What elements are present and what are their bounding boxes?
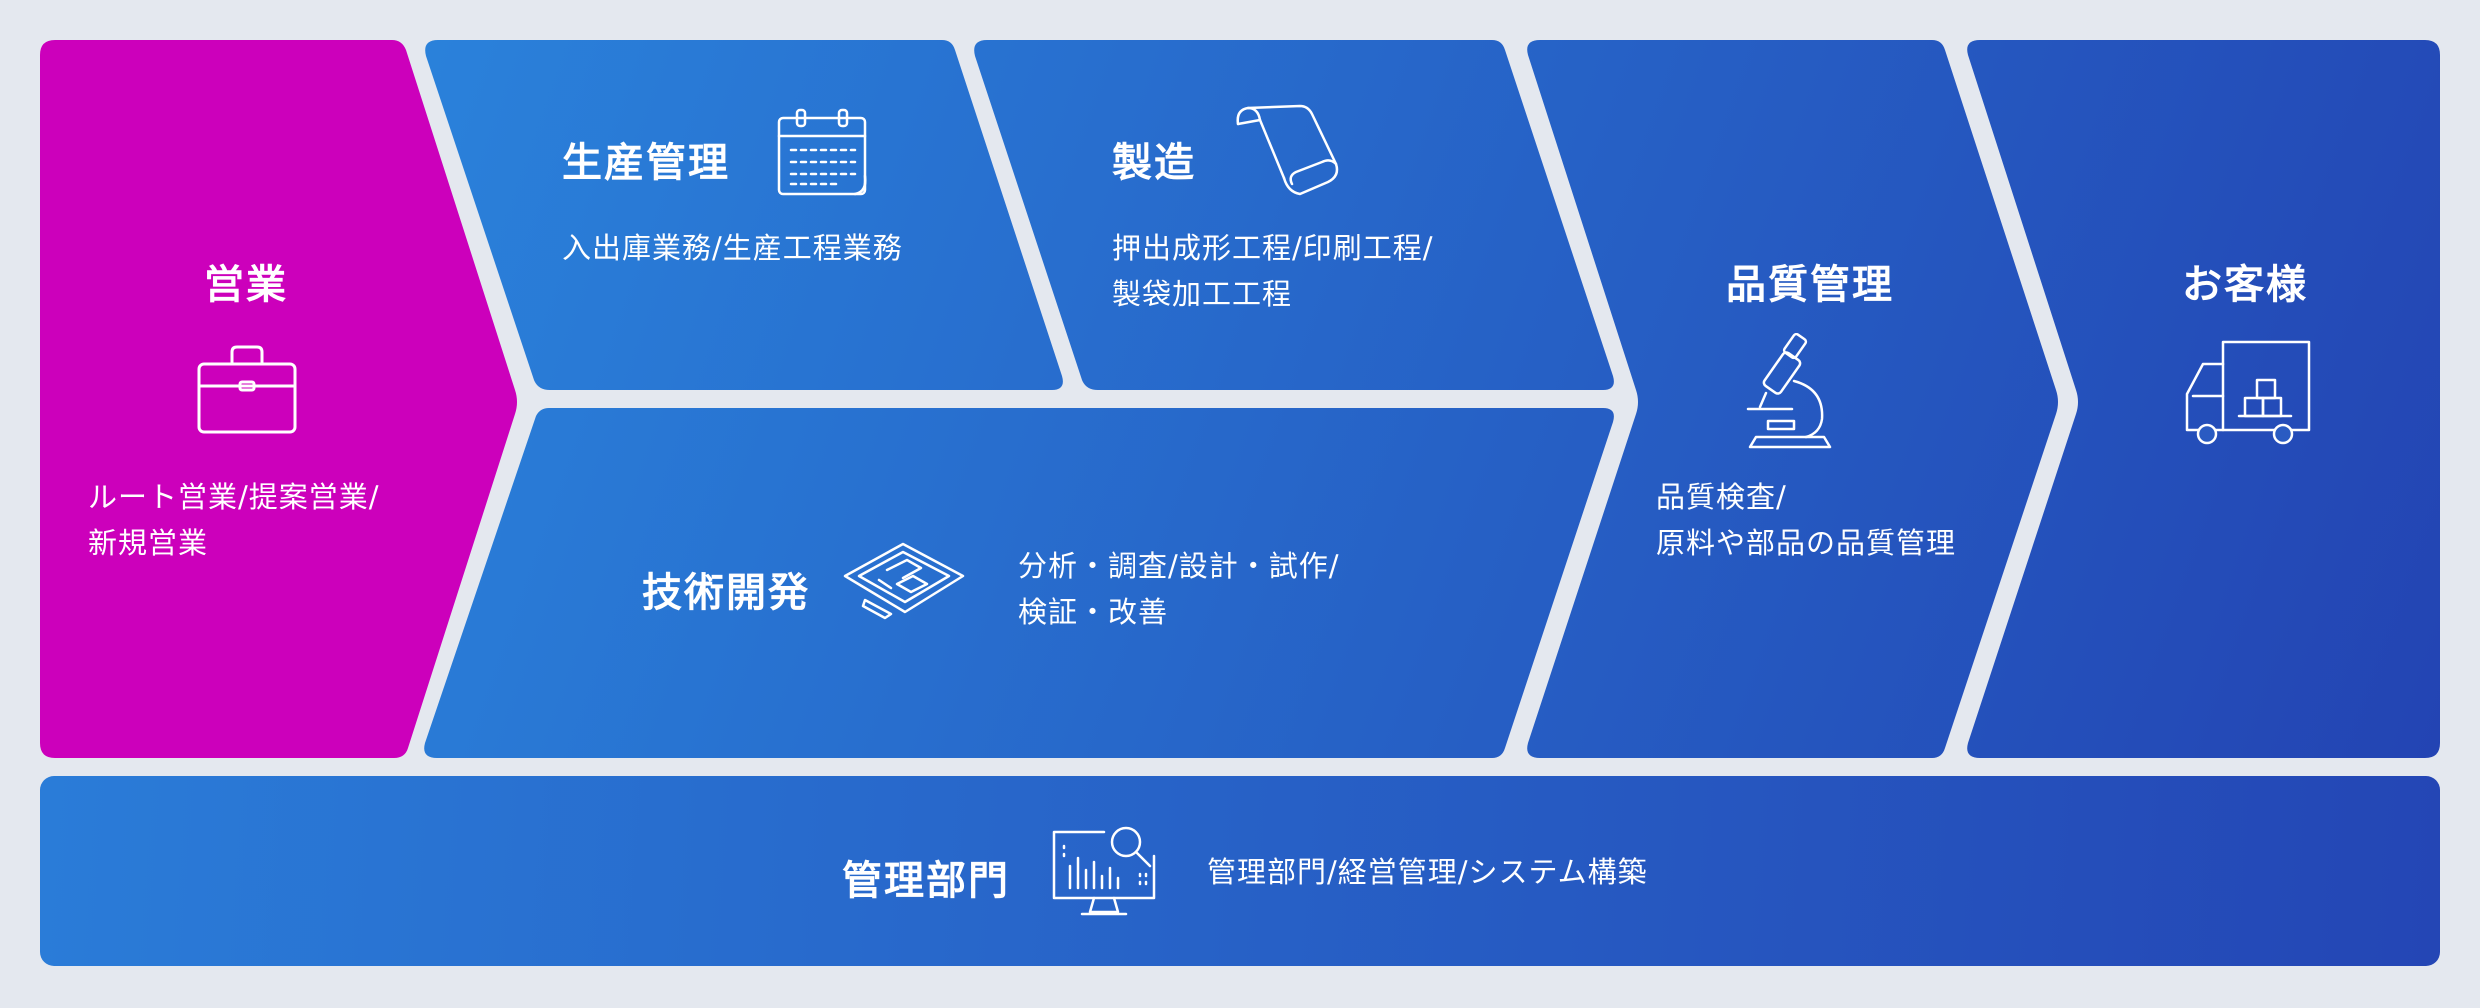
- rnd-block: [424, 408, 1614, 758]
- quality-desc-line: 原料や部品の品質管理: [1656, 526, 1957, 560]
- sales-title: 営業: [204, 262, 288, 308]
- sales-desc-line: 新規営業: [88, 526, 209, 560]
- management-desc-line: 管理部門/経営管理/システム構築: [1207, 855, 1648, 889]
- production-mgmt-desc-line: 入出庫業務/生産工程業務: [562, 231, 903, 265]
- manufacturing-desc-line: 製袋加工工程: [1112, 277, 1293, 311]
- production-mgmt-block: [425, 40, 1063, 390]
- management-description: 管理部門/経営管理/システム構築: [1207, 849, 1648, 895]
- manufacturing-block: [974, 40, 1614, 390]
- rnd-desc-line: 検証・改善: [1018, 595, 1169, 629]
- briefcase-icon: [196, 344, 298, 436]
- customer-block: [1967, 40, 2440, 758]
- rnd-description: 分析・調査/設計・試作/ 検証・改善: [1018, 543, 1340, 635]
- sales-description: ルート営業/提案営業/ 新規営業: [88, 474, 380, 566]
- manufacturing-desc-line: 押出成形工程/印刷工程/: [1112, 231, 1434, 265]
- scroll-icon: [1232, 102, 1344, 202]
- rnd-desc-line: 分析・調査/設計・試作/: [1018, 549, 1340, 583]
- calendar-icon: [775, 106, 875, 198]
- quality-description: 品質検査/ 原料や部品の品質管理: [1656, 474, 1956, 566]
- quality-title: 品質管理: [1726, 262, 1894, 308]
- monitor-analytics-icon: [1050, 822, 1158, 920]
- blueprint-icon: [843, 540, 965, 620]
- delivery-truck-icon: [2183, 340, 2311, 446]
- sales-desc-line: ルート営業/提案営業/: [88, 480, 380, 514]
- manufacturing-description: 押出成形工程/印刷工程/ 製袋加工工程: [1112, 225, 1434, 317]
- customer-title: お客様: [2182, 262, 2308, 308]
- production-mgmt-description: 入出庫業務/生産工程業務: [562, 225, 903, 271]
- microscope-icon: [1746, 333, 1834, 451]
- rnd-title: 技術開発: [642, 570, 810, 616]
- manufacturing-title: 製造: [1112, 140, 1196, 186]
- management-block: [40, 776, 2440, 966]
- quality-desc-line: 品質検査/: [1656, 480, 1787, 514]
- management-title: 管理部門: [842, 858, 1010, 904]
- production-mgmt-title: 生産管理: [562, 140, 730, 186]
- quality-block: [1527, 40, 2058, 758]
- sales-block: [40, 40, 517, 758]
